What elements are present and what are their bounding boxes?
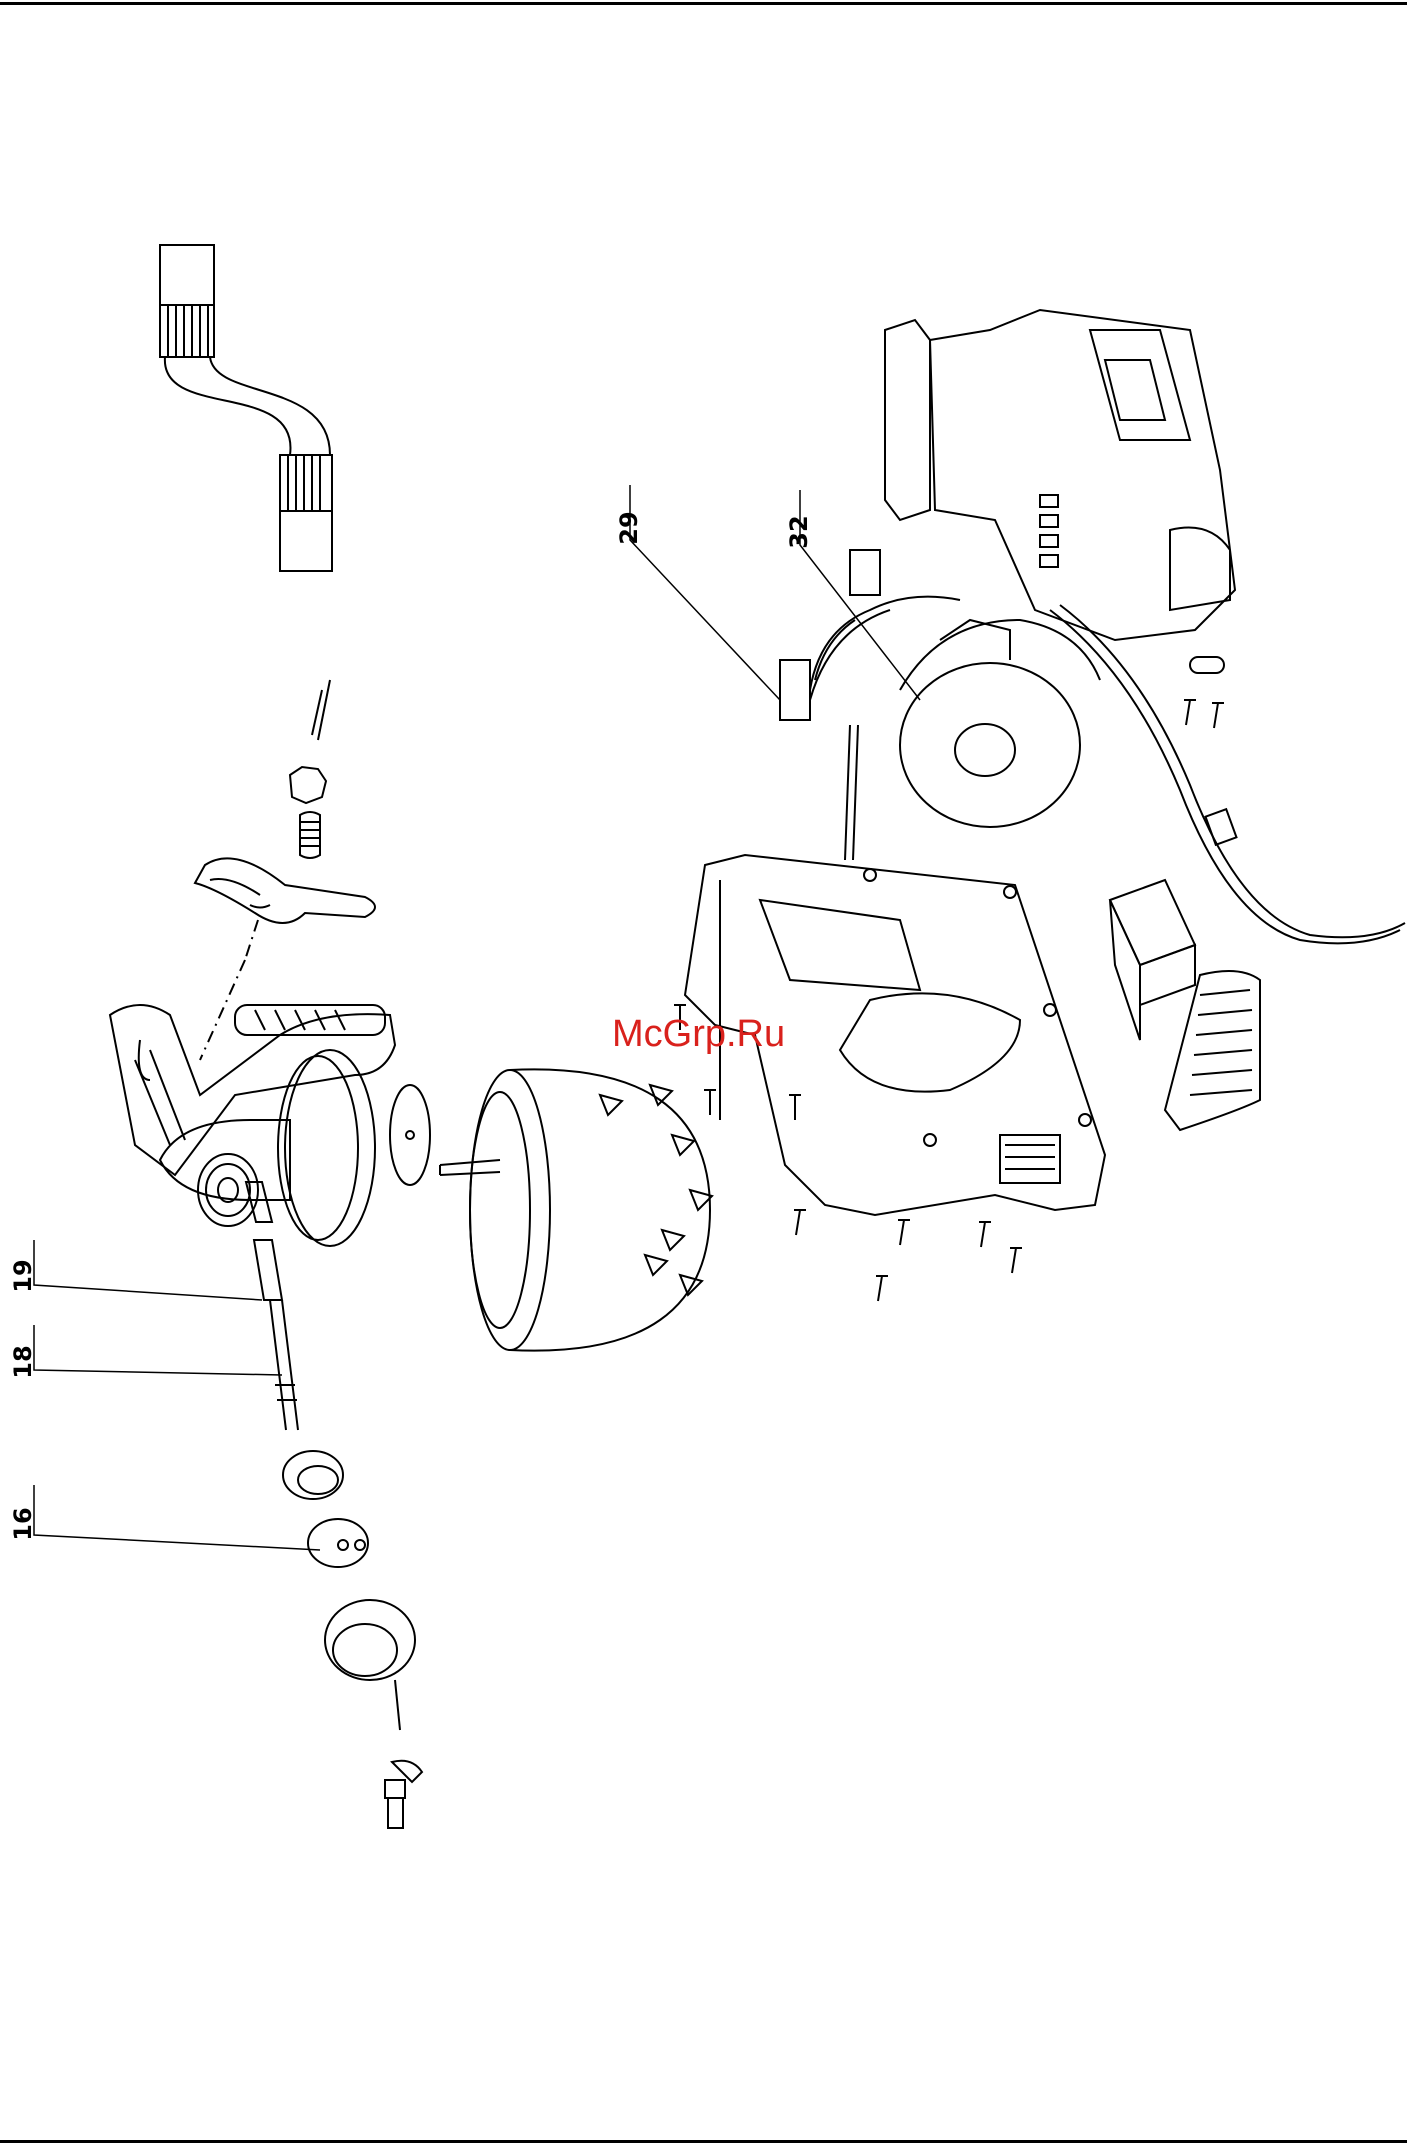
callout-label-18: 18 [9,1342,37,1382]
callout-label-29: 29 [615,508,643,548]
leader-16 [34,1485,320,1550]
top-housing-cover [885,310,1235,640]
paint-container [440,1069,712,1350]
watermark-text: McGrp.Ru [612,1013,785,1056]
callout-label-19: 19 [9,1256,37,1296]
leader-18 [34,1325,282,1375]
nozzle-parts [246,1182,422,1828]
wiring-and-cord [810,597,1405,944]
needle-rod [290,680,330,858]
grille-cover [1165,971,1260,1130]
callout-leaders [34,485,920,1550]
filter-block [1110,880,1195,1040]
leader-19 [34,1240,262,1300]
screws [674,657,1224,1301]
callout-label-16: 16 [9,1504,37,1544]
flexible-hose [160,245,332,571]
callout-label-32: 32 [785,512,813,552]
leader-29 [630,485,780,700]
gasket-disc [390,1085,430,1185]
